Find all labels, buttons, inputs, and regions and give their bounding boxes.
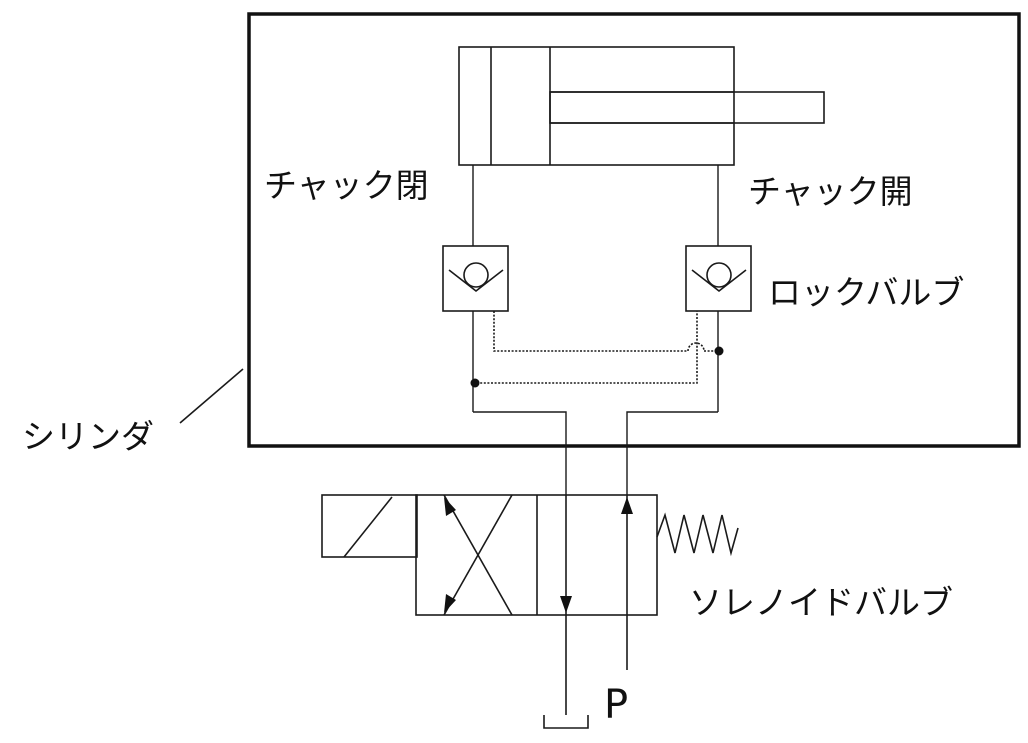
solenoid-valve-symbol bbox=[321, 494, 739, 715]
right-check-ball bbox=[706, 262, 732, 288]
label-solenoid-valve: ソレノイドバルブ bbox=[689, 583, 953, 622]
cross-arrow-head-lower bbox=[444, 594, 456, 613]
right-check-valve-box bbox=[685, 245, 752, 312]
cross-arrow-head-upper bbox=[444, 497, 456, 516]
right-check-seat bbox=[691, 269, 747, 293]
pilot-check-valve-icon bbox=[685, 245, 752, 312]
spring-return-icon bbox=[656, 512, 739, 557]
label-lock-valve: ロックバルブ bbox=[768, 273, 964, 312]
label-pressure-port: P bbox=[604, 682, 628, 728]
junction-dot-right bbox=[714, 346, 724, 356]
cross-arrow-2 bbox=[443, 494, 513, 616]
cylinder-body bbox=[458, 46, 735, 166]
solenoid-actuator-icon bbox=[321, 494, 418, 558]
left-check-valve-box bbox=[442, 245, 509, 312]
straight-arrow-up-head bbox=[621, 497, 633, 514]
pilot-line-right-valve bbox=[473, 311, 698, 384]
cylinder-enclosure-frame bbox=[247, 12, 1021, 448]
pilot-check-valve-icon bbox=[442, 245, 509, 312]
junction-dot-left bbox=[470, 378, 480, 388]
line-to-pressure-port bbox=[626, 411, 718, 495]
left-check-seat bbox=[448, 269, 504, 293]
left-check-ball bbox=[463, 262, 489, 288]
label-cylinder: シリンダ bbox=[22, 417, 154, 456]
straight-arrow-down-head bbox=[560, 596, 572, 613]
line-to-tank-port bbox=[473, 411, 567, 495]
label-chuck-close-left: チャック閉 bbox=[264, 166, 429, 205]
cylinder-leader-line bbox=[179, 368, 244, 424]
pilot-line-crossover bbox=[687, 342, 705, 352]
label-chuck-close-right: チャック開 bbox=[748, 172, 913, 211]
tank-return-icon bbox=[543, 715, 589, 729]
pilot-line-left-valve bbox=[493, 311, 688, 352]
double-acting-cylinder-icon bbox=[458, 46, 825, 166]
solenoid-coil-slash bbox=[343, 496, 393, 558]
